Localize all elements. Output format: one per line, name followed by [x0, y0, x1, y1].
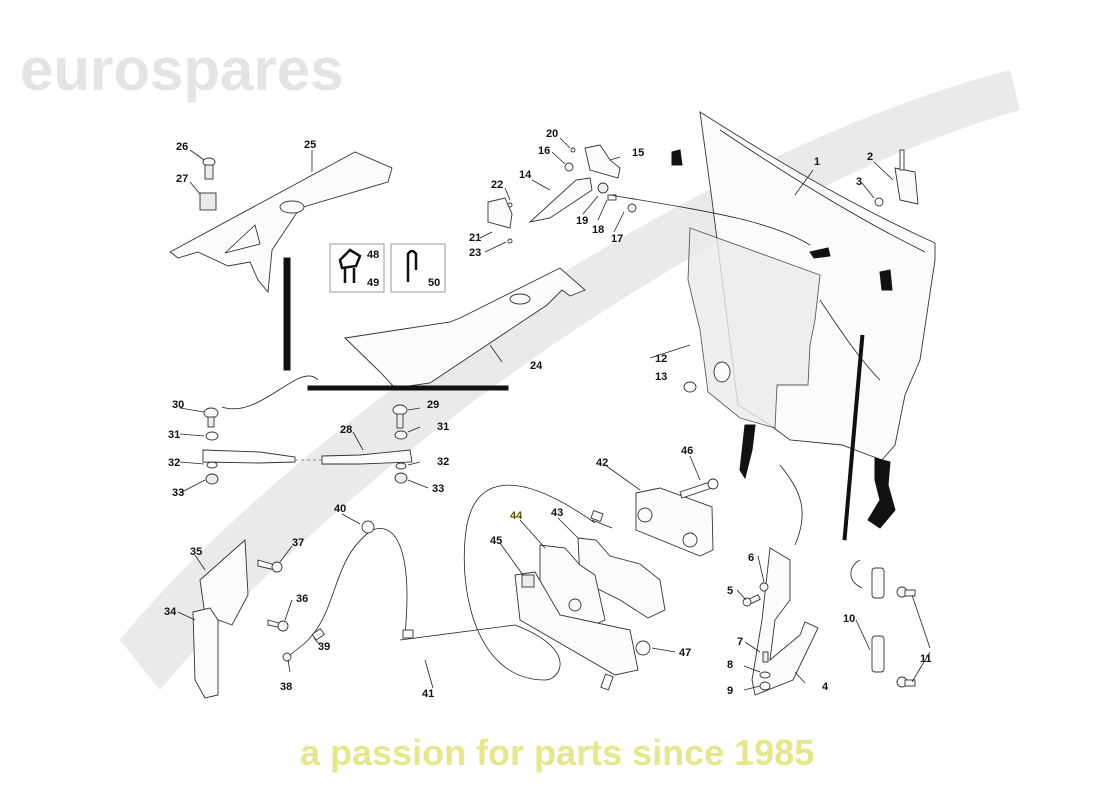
part-39-cable[interactable]	[289, 520, 414, 656]
part-15-bracket[interactable]	[584, 144, 621, 179]
callout-26[interactable]: 26	[176, 141, 188, 153]
part-10-strut-ends[interactable]	[871, 567, 885, 673]
callout-43[interactable]: 43	[551, 507, 563, 519]
callout-49[interactable]: 49	[367, 277, 379, 289]
hinge-fasteners[interactable]	[742, 582, 771, 691]
part-12-inner-panel[interactable]	[687, 227, 821, 429]
callout-32-left[interactable]: 32	[168, 457, 180, 469]
callout-20[interactable]: 20	[546, 128, 558, 140]
callout-10[interactable]: 10	[843, 613, 855, 625]
bonnet-clip-right	[879, 269, 893, 291]
gas-strut[interactable]	[842, 334, 865, 541]
callout-7[interactable]: 7	[737, 636, 743, 648]
callout-14[interactable]: 14	[519, 169, 532, 181]
callout-38[interactable]: 38	[280, 681, 292, 693]
callout-40[interactable]: 40	[334, 503, 346, 515]
callout-48[interactable]: 48	[367, 249, 379, 261]
bonnet-leader-arrow	[609, 194, 811, 246]
hinge-small-parts[interactable]	[507, 147, 637, 244]
callout-12[interactable]: 12	[655, 353, 667, 365]
callout-2[interactable]: 2	[867, 151, 873, 163]
callout-23[interactable]: 23	[469, 247, 481, 259]
bolts-36-37[interactable]	[257, 559, 292, 662]
inset-seal-clip	[390, 243, 446, 293]
fastener-set-left[interactable]	[203, 407, 219, 485]
callout-50[interactable]: 50	[428, 277, 440, 289]
hinge-arrow	[779, 464, 803, 546]
part-3-bolt[interactable]	[874, 197, 884, 207]
part-45-plate[interactable]	[514, 571, 639, 676]
callout-17[interactable]: 17	[611, 233, 623, 245]
callout-42[interactable]: 42	[596, 457, 608, 469]
callout-9[interactable]: 9	[727, 685, 733, 697]
callout-33-right[interactable]: 33	[432, 483, 444, 495]
part-25-panel[interactable]	[169, 151, 393, 294]
seal-strip[interactable]	[307, 385, 509, 391]
callout-36[interactable]: 36	[296, 593, 308, 605]
callout-45[interactable]: 45	[490, 535, 502, 547]
callout-8[interactable]: 8	[727, 659, 733, 671]
watermark-brand: eurospares	[20, 36, 344, 103]
part-21-bracket[interactable]	[487, 197, 513, 229]
part-46-bolt[interactable]	[679, 478, 719, 499]
part-2-hinge[interactable]	[894, 149, 919, 205]
part-14-hinge-arm[interactable]	[528, 177, 593, 223]
part-41-cable[interactable]	[399, 484, 613, 681]
callout-18[interactable]: 18	[592, 224, 604, 236]
callout-16[interactable]: 16	[538, 145, 550, 157]
callout-13[interactable]: 13	[655, 371, 667, 383]
part-27-clip[interactable]	[199, 192, 217, 211]
part-34-release-handle[interactable]	[192, 607, 219, 699]
callout-5[interactable]: 5	[727, 585, 733, 597]
part-43-bracket[interactable]	[577, 537, 666, 619]
callout-31-right[interactable]: 31	[437, 421, 449, 433]
callout-29[interactable]: 29	[427, 399, 439, 411]
callout-34[interactable]: 34	[164, 606, 177, 618]
part-47-grommet[interactable]	[600, 640, 651, 691]
callout-21[interactable]: 21	[469, 232, 481, 244]
callout-47[interactable]: 47	[679, 647, 691, 659]
seal-leader	[221, 375, 319, 410]
bonnet-stop-left	[739, 424, 756, 480]
callout-11[interactable]: 11	[920, 653, 932, 665]
callout-19[interactable]: 19	[576, 215, 588, 227]
prop-rod[interactable]	[283, 257, 291, 371]
bonnet-clip-top	[671, 149, 683, 166]
fastener-set-right[interactable]	[392, 404, 408, 484]
watermark-tagline: a passion for parts since 1985	[300, 732, 814, 773]
part-26-screw[interactable]	[202, 157, 216, 180]
callout-32-right[interactable]: 32	[437, 456, 449, 468]
callout-30[interactable]: 30	[172, 399, 184, 411]
callout-24[interactable]: 24	[530, 360, 543, 372]
callout-44[interactable]: 44	[510, 510, 523, 522]
callout-15[interactable]: 15	[632, 147, 644, 159]
callout-labels: 1 2 3 4 5 6 7 8 9 10 11 12 13 14 15 16 1…	[164, 128, 932, 700]
callout-33-left[interactable]: 33	[172, 487, 184, 499]
part-4-hinge[interactable]	[751, 547, 819, 696]
callout-6[interactable]: 6	[748, 552, 754, 564]
part-11-ball-studs[interactable]	[896, 586, 916, 688]
callout-25[interactable]: 25	[304, 139, 316, 151]
callout-31-left[interactable]: 31	[168, 429, 180, 441]
bonnet-stop-right	[867, 457, 896, 529]
part-42-latch[interactable]	[635, 487, 714, 557]
callout-41[interactable]: 41	[422, 688, 434, 700]
callout-46[interactable]: 46	[681, 445, 693, 457]
callout-27[interactable]: 27	[176, 173, 188, 185]
callout-28[interactable]: 28	[340, 424, 352, 436]
callout-1[interactable]: 1	[814, 156, 820, 168]
bonnet-clip-mid	[809, 247, 831, 259]
strut-arrow	[850, 559, 863, 589]
part-28-link-rod[interactable]	[202, 449, 413, 465]
callout-4[interactable]: 4	[822, 681, 829, 693]
callout-3[interactable]: 3	[856, 176, 862, 188]
leader-lines	[177, 137, 931, 691]
callout-35[interactable]: 35	[190, 546, 202, 558]
inset-seal-profile	[329, 243, 385, 293]
callout-39[interactable]: 39	[318, 641, 330, 653]
callout-37[interactable]: 37	[292, 537, 304, 549]
part-13-clip[interactable]	[683, 381, 697, 393]
part-24-insulation[interactable]	[344, 267, 586, 389]
callout-22[interactable]: 22	[491, 179, 503, 191]
